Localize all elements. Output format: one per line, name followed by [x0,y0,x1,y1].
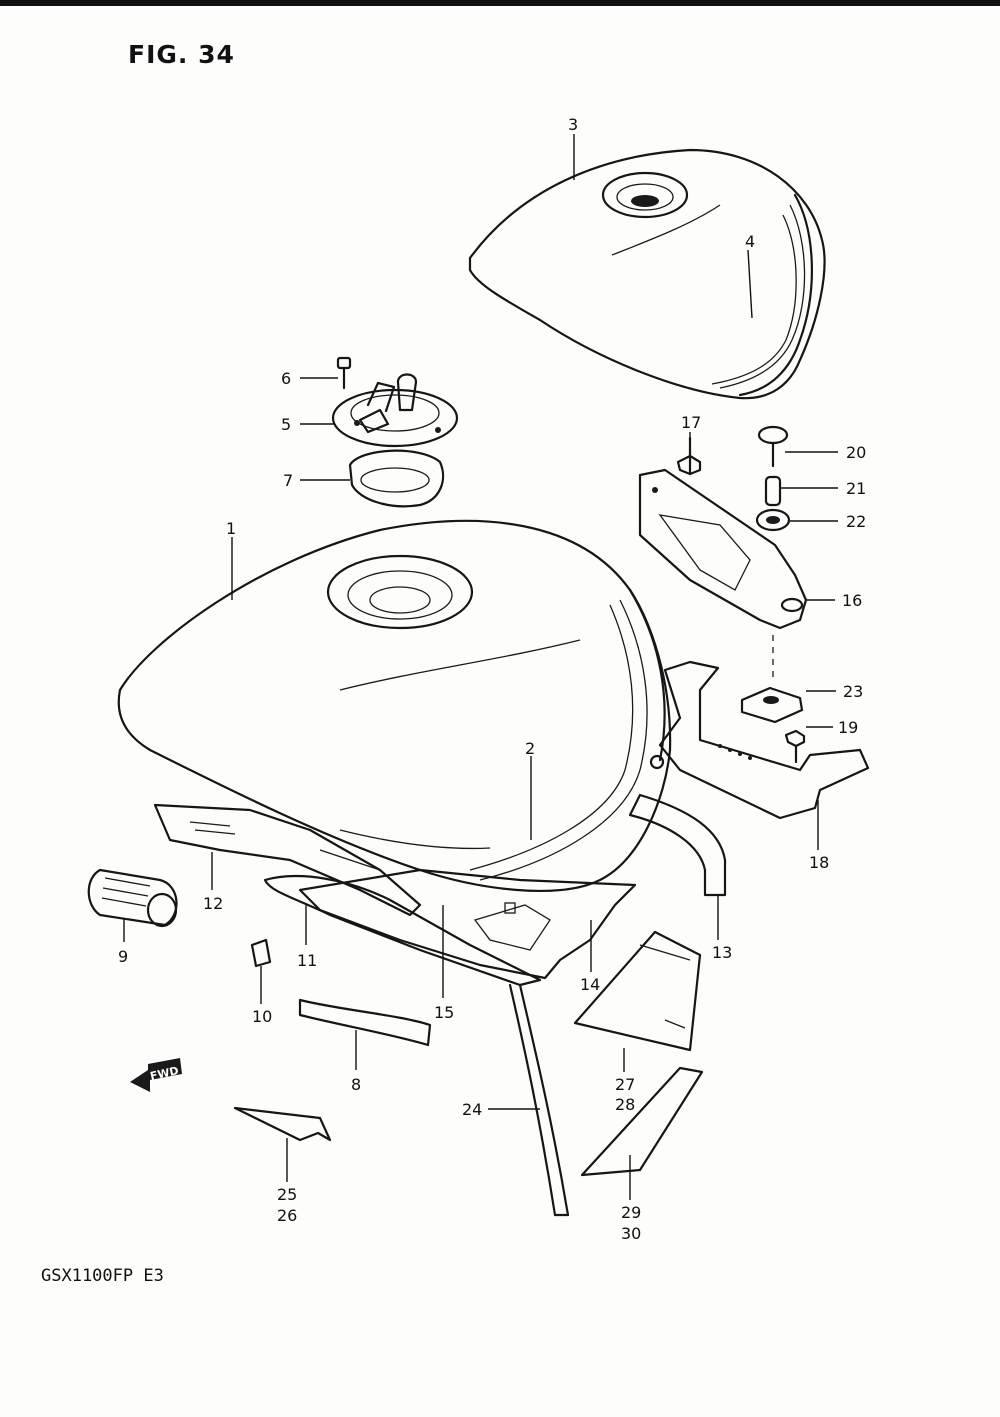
insulator-part-12 [153,803,422,917]
callout-21: 21 [846,479,866,498]
tank-cover-part-3 [468,148,826,400]
rubber-strip-part-8 [298,998,432,1047]
grommet-part-9 [87,868,178,928]
callout-9: 9 [118,947,128,966]
callout-23: 23 [843,682,863,701]
cushion-part-23 [740,686,804,724]
callout-2: 2 [525,739,535,758]
callout-12: 12 [203,894,223,913]
callout-25: 25 [277,1185,297,1204]
callout-14: 14 [580,975,600,994]
callout-30: 30 [621,1224,641,1243]
top-border-rule [0,0,1000,6]
callout-11: 11 [297,951,317,970]
callout-27: 27 [615,1075,635,1094]
bolt-part-17 [676,436,702,476]
gasket-part-7 [348,449,445,508]
collar-part-21 [764,475,782,507]
callout-13: 13 [712,943,732,962]
bracket-plate-part-18 [658,660,870,820]
cushion-part-10 [250,938,272,968]
figure-title: FIG. 34 [128,40,235,69]
callout-15: 15 [434,1003,454,1022]
callout-20: 20 [846,443,866,462]
leader-lines [123,134,838,1200]
decal-part-25-26 [233,1106,332,1142]
callout-3: 3 [568,115,578,134]
svg-text:FWD: FWD [149,1064,180,1083]
callout-6: 6 [281,369,291,388]
lower-panel-part-15 [298,868,637,980]
decal-part-27-28 [573,930,702,1052]
callout-10: 10 [252,1007,272,1026]
grommet-part-22 [755,508,791,532]
callout-29: 29 [621,1203,641,1222]
callout-5: 5 [281,415,291,434]
callout-22: 22 [846,512,866,531]
callout-16: 16 [842,591,862,610]
callout-18: 18 [809,853,829,872]
callout-24: 24 [462,1100,482,1119]
insulator-part-11 [263,874,542,987]
callout-1: 1 [226,519,236,538]
callout-labels: 3 4 6 5 7 1 2 17 20 21 22 16 23 19 18 12… [118,115,866,1243]
callout-28: 28 [615,1095,635,1114]
fuel-cap-part-5 [331,373,459,448]
screw-part-6 [336,356,352,390]
bolt-part-19 [784,729,806,764]
forward-direction-arrow: FWD [130,1058,182,1092]
callout-17: 17 [681,413,701,432]
mount-bracket-part-16 [638,468,808,630]
bolt-part-20 [757,425,789,468]
callout-4: 4 [745,232,755,251]
hose-part-24 [508,983,570,1217]
callout-19: 19 [838,718,858,737]
bracket-part-13 [628,793,727,897]
decal-part-29-30 [580,1066,704,1177]
fuel-tank-part-1 [117,519,672,892]
callout-26: 26 [277,1206,297,1225]
callout-7: 7 [283,471,293,490]
callout-8: 8 [351,1075,361,1094]
model-code: GSX1100FP E3 [41,1266,164,1286]
